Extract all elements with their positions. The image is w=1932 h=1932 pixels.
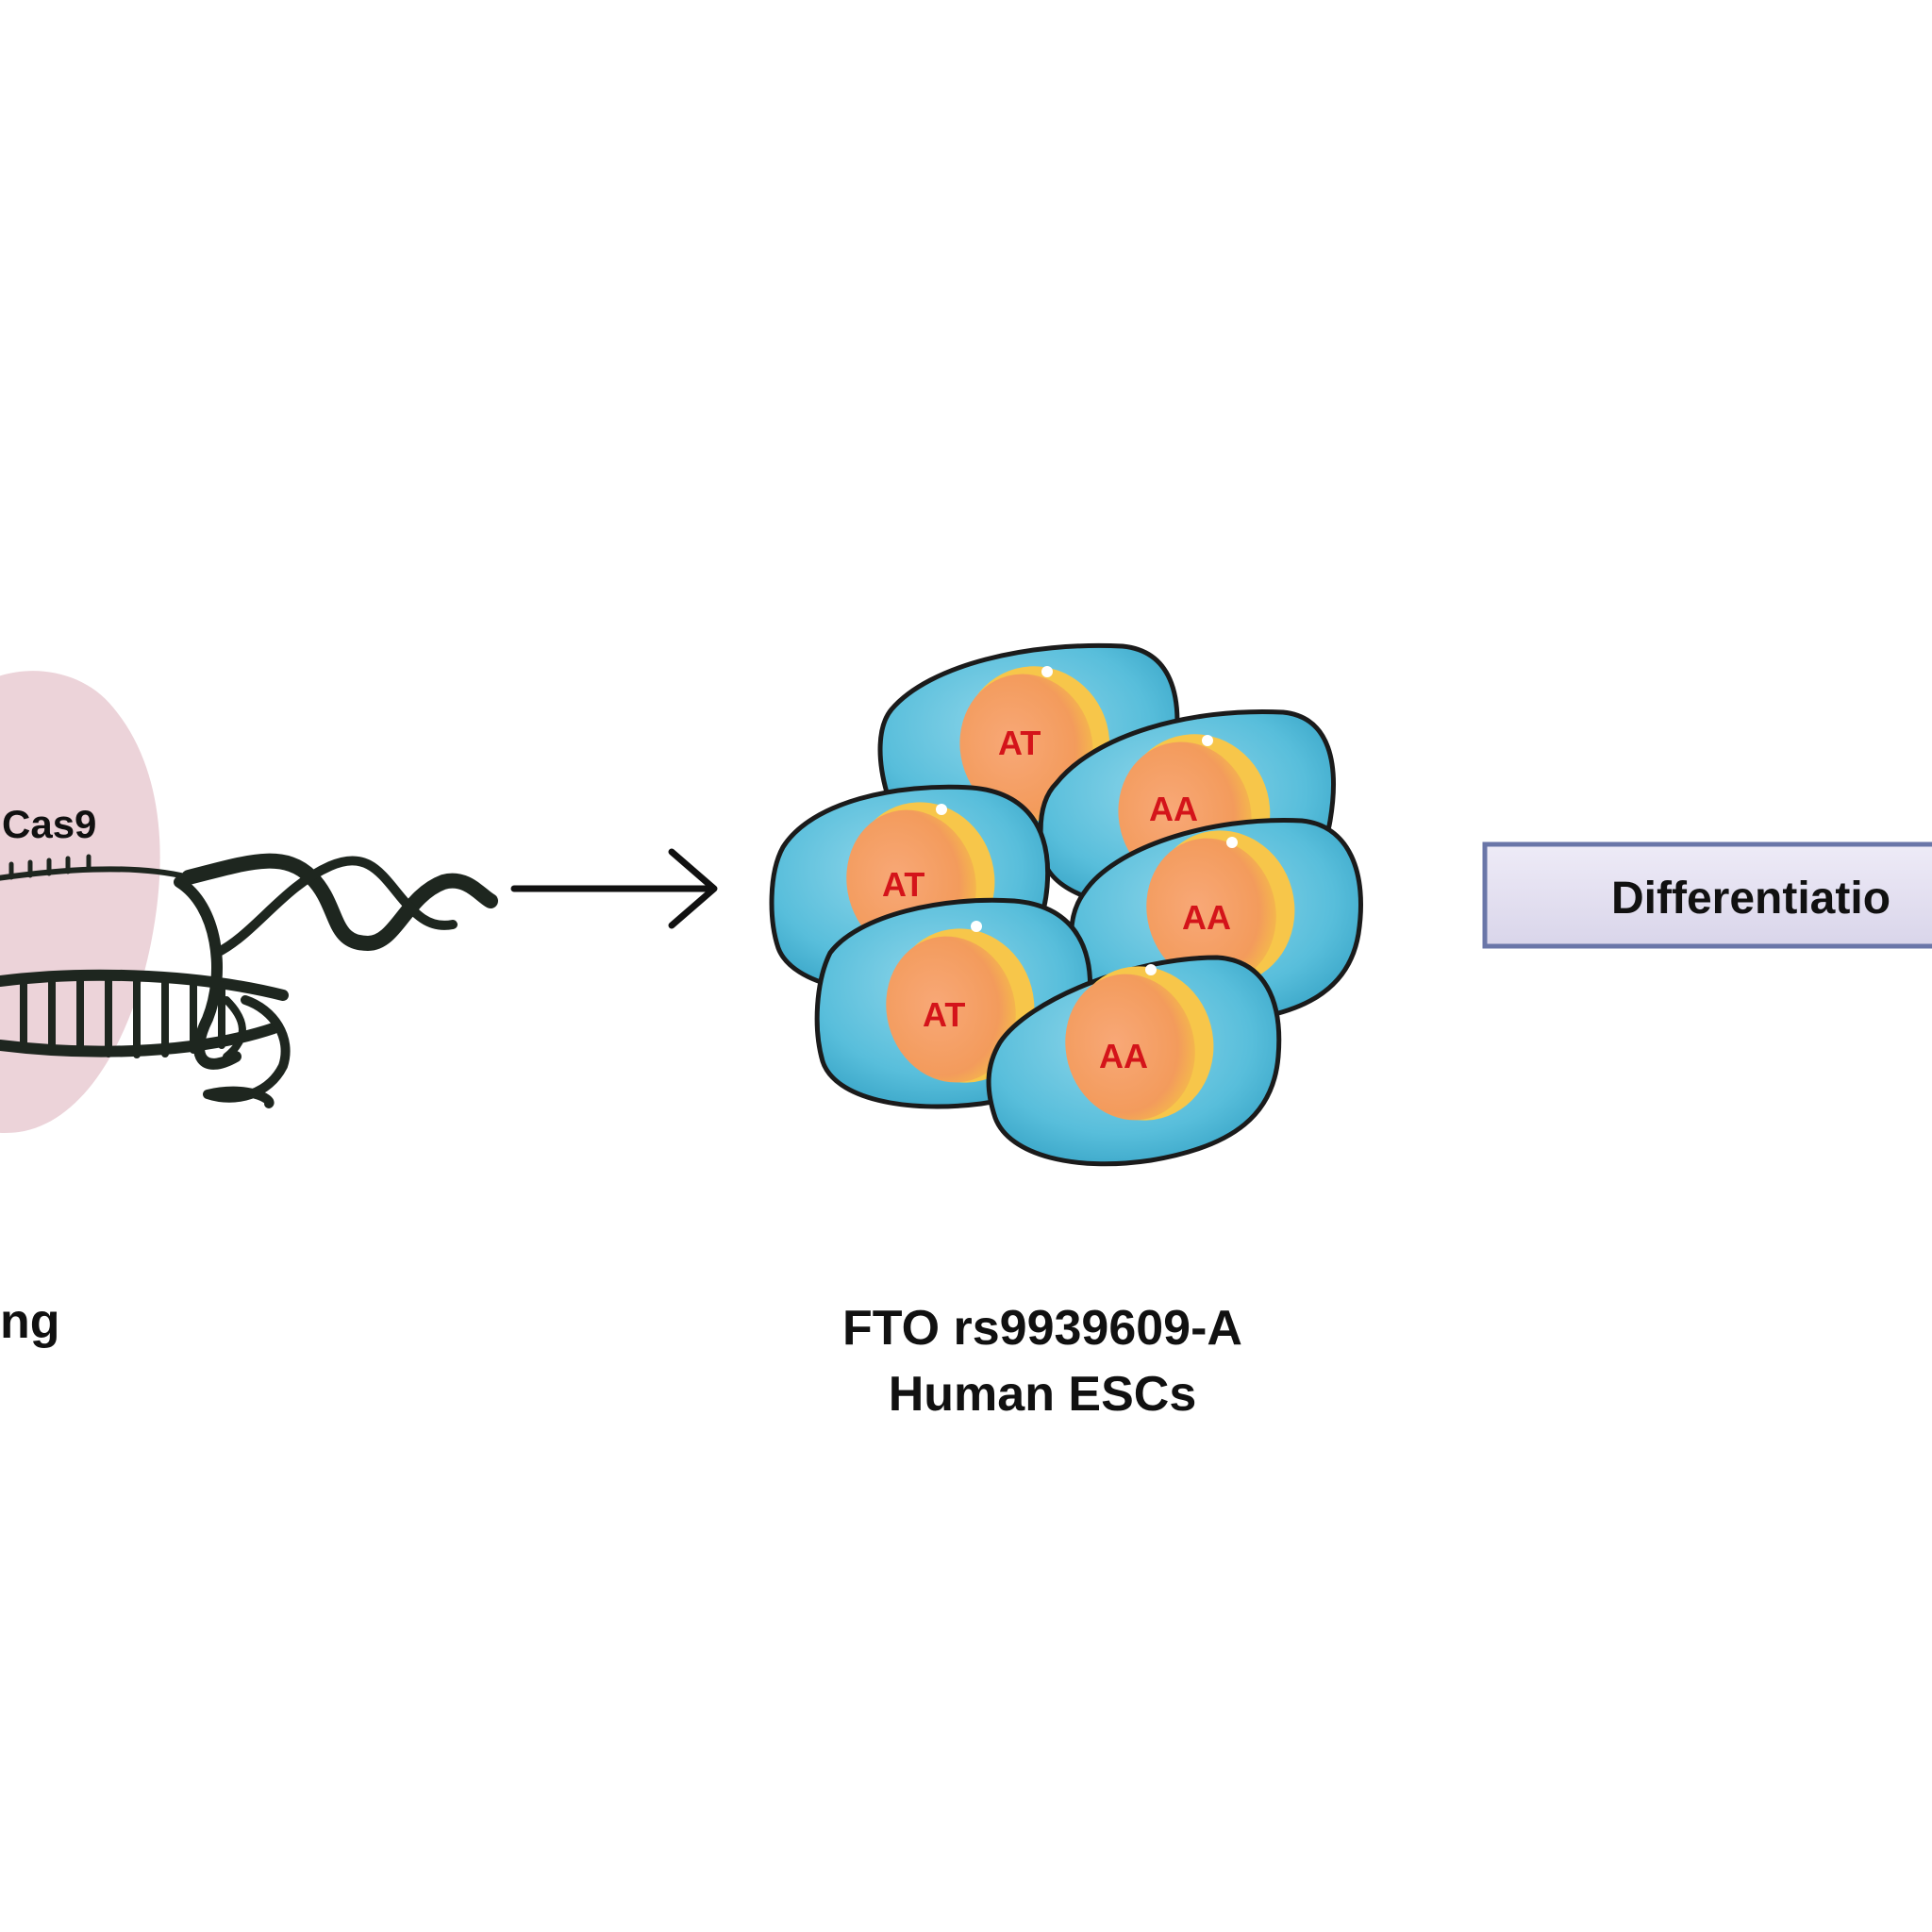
stem-cell: AT [814,897,1093,1109]
genotype-label: AA [1182,898,1231,937]
cas9-complex: Cas9 [0,671,498,1349]
differentiation-box [1482,841,1932,949]
differentiation-label: Differentiatio [1611,874,1890,924]
genotype-label: AT [882,865,924,904]
right-arrow-icon [510,848,718,929]
differentiation-step: Differentiatio [1482,841,1932,949]
cas9-label: Cas9 [2,802,96,846]
esc-cluster: AT AA AT AA [769,642,1363,1422]
dna-double-helix-icon [0,853,498,1108]
esc-caption-line2: Human ESCs [889,1367,1197,1422]
genotype-label: AT [998,724,1041,762]
genotype-label: AA [1149,790,1198,828]
stem-cell: AA [986,955,1282,1167]
esc-caption-line1: FTO rs9939609-A [842,1301,1242,1356]
genotype-label: AA [1099,1037,1148,1075]
left-caption: ng [0,1294,60,1349]
cas9-blob [0,671,160,1133]
genotype-label: AT [923,995,965,1034]
